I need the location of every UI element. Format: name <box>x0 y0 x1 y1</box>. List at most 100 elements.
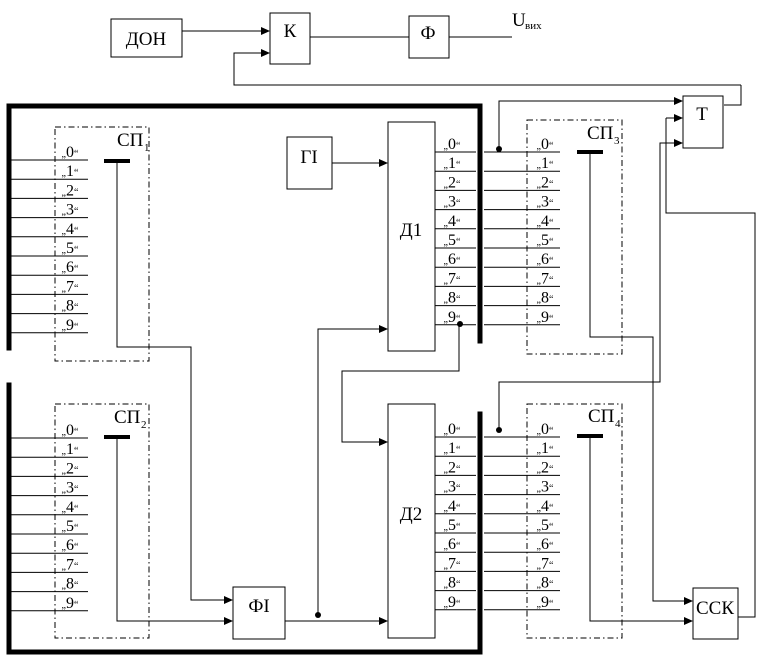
d1out-digit-3: „3“ <box>444 194 461 211</box>
sp3-digit-0: „0“ <box>537 136 554 153</box>
digit-labels: „0“ „1“ „2“ „3“ „4“ „5“ „6“ „7“ „8“ „9“ „0“ „1“ „2“ „… <box>62 136 554 612</box>
d1out-digit-9: „9“ <box>444 309 461 326</box>
fi-label: ФІ <box>248 596 269 617</box>
sp3-digit-2: „2“ <box>537 174 554 191</box>
sp2-digit-2: „2“ <box>62 460 79 477</box>
d1out-digit-6: „6“ <box>444 251 461 268</box>
sp4-digit-0: „0“ <box>537 421 554 438</box>
d2out-digit-6: „6“ <box>444 536 461 553</box>
sp3-digit-9: „9“ <box>537 309 554 326</box>
sp1-main: СП <box>117 130 144 151</box>
sp4-digit-7: „7“ <box>537 555 554 572</box>
ssk-block: ССК <box>692 587 739 640</box>
t-label: Т <box>696 104 708 125</box>
sp1-digit-2: „2“ <box>62 182 79 199</box>
output-label: U вих <box>512 10 542 32</box>
d2out-digit-0: „0“ <box>444 421 461 438</box>
busbars <box>6 103 483 655</box>
sp4-digit-8: „8“ <box>537 575 554 592</box>
digit-rows <box>11 151 560 612</box>
sp2-main: СП <box>114 407 141 428</box>
sp3-digit-5: „5“ <box>537 232 554 249</box>
d2out-digit-2: „2“ <box>444 459 461 476</box>
sp4-label: СП 4 <box>588 406 621 430</box>
sp3-digit-3: „3“ <box>537 194 554 211</box>
d2out-digit-7: „7“ <box>444 555 461 572</box>
sp2-digit-0: „0“ <box>62 422 79 439</box>
sp3-main: СП <box>587 123 614 144</box>
sp4-main: СП <box>588 406 615 427</box>
d1-block: Д1 <box>387 121 436 352</box>
sp1-label: СП 1 <box>117 130 150 154</box>
sp4-digit-6: „6“ <box>537 536 554 553</box>
d1out-digit-0: „0“ <box>444 136 461 153</box>
sp4-digit-2: „2“ <box>537 459 554 476</box>
d1out-digit-2: „2“ <box>444 174 461 191</box>
sp1-digit-9: „9“ <box>62 317 79 334</box>
top-wires <box>182 27 742 106</box>
sp1-digit-6: „6“ <box>62 259 79 276</box>
sp4-digit-9: „9“ <box>537 594 554 611</box>
sp3-digit-1: „1“ <box>537 155 554 172</box>
don-label: ДОН <box>126 29 167 50</box>
sp4-digit-3: „3“ <box>537 479 554 496</box>
sp4-sub: 4 <box>615 418 621 430</box>
sp1-sub: 1 <box>144 142 150 154</box>
d1out-digit-7: „7“ <box>444 270 461 287</box>
sp3-digit-6: „6“ <box>537 251 554 268</box>
k-label: К <box>284 21 297 42</box>
sp1-digit-0: „0“ <box>62 144 79 161</box>
sp3-digit-7: „7“ <box>537 270 554 287</box>
sp4-digit-1: „1“ <box>537 440 554 457</box>
d2-label: Д2 <box>400 504 422 525</box>
sp3-sub: 3 <box>614 135 620 147</box>
sp3-digit-8: „8“ <box>537 290 554 307</box>
d1out-digit-1: „1“ <box>444 155 461 172</box>
sp2-digit-5: „5“ <box>62 518 79 535</box>
sp1-digit-1: „1“ <box>62 163 79 180</box>
fi-block: ФІ <box>232 586 286 640</box>
d2-block: Д2 <box>387 403 436 639</box>
sp4-digit-4: „4“ <box>537 498 554 515</box>
f-label: Ф <box>420 23 435 44</box>
d1out-digit-8: „8“ <box>444 290 461 307</box>
k-block: К <box>269 12 311 65</box>
d2out-digit-3: „3“ <box>444 479 461 496</box>
output-main: U <box>512 10 526 31</box>
sp2-label: СП 2 <box>114 407 147 431</box>
sp4-digit-5: „5“ <box>537 517 554 534</box>
d2out-digit-9: „9“ <box>444 594 461 611</box>
f-block: Ф <box>408 15 450 59</box>
don-block: ДОН <box>110 18 183 58</box>
d1out-digit-5: „5“ <box>444 232 461 249</box>
sp2-digit-3: „3“ <box>62 480 79 497</box>
sp1-digit-7: „7“ <box>62 278 79 295</box>
gi-block: ГІ <box>286 136 333 190</box>
sp2-digit-7: „7“ <box>62 556 79 573</box>
middle-wires <box>285 159 463 625</box>
sp1-digit-4: „4“ <box>62 221 79 238</box>
sp1-digit-3: „3“ <box>62 202 79 219</box>
d2out-digit-1: „1“ <box>444 440 461 457</box>
sp3-digit-4: „4“ <box>537 213 554 230</box>
t-block: Т <box>682 95 724 149</box>
ssk-label: ССК <box>696 598 734 619</box>
d2out-digit-8: „8“ <box>444 575 461 592</box>
d1-label: Д1 <box>400 220 422 241</box>
d2out-digit-4: „4“ <box>444 498 461 515</box>
sp2-digit-8: „8“ <box>62 576 79 593</box>
sp2-digit-9: „9“ <box>62 595 79 612</box>
sp2-sub: 2 <box>141 419 147 431</box>
sp2-digit-6: „6“ <box>62 537 79 554</box>
sp3-label: СП 3 <box>587 123 620 147</box>
gi-label: ГІ <box>300 147 317 168</box>
sp2-digit-4: „4“ <box>62 499 79 516</box>
output-sub: вих <box>525 20 542 32</box>
sp2-digit-1: „1“ <box>62 441 79 458</box>
sp1-digit-8: „8“ <box>62 298 79 315</box>
sp1-digit-5: „5“ <box>62 240 79 257</box>
switch-wires <box>116 97 756 625</box>
d1out-digit-4: „4“ <box>444 213 461 230</box>
d2out-digit-5: „5“ <box>444 517 461 534</box>
